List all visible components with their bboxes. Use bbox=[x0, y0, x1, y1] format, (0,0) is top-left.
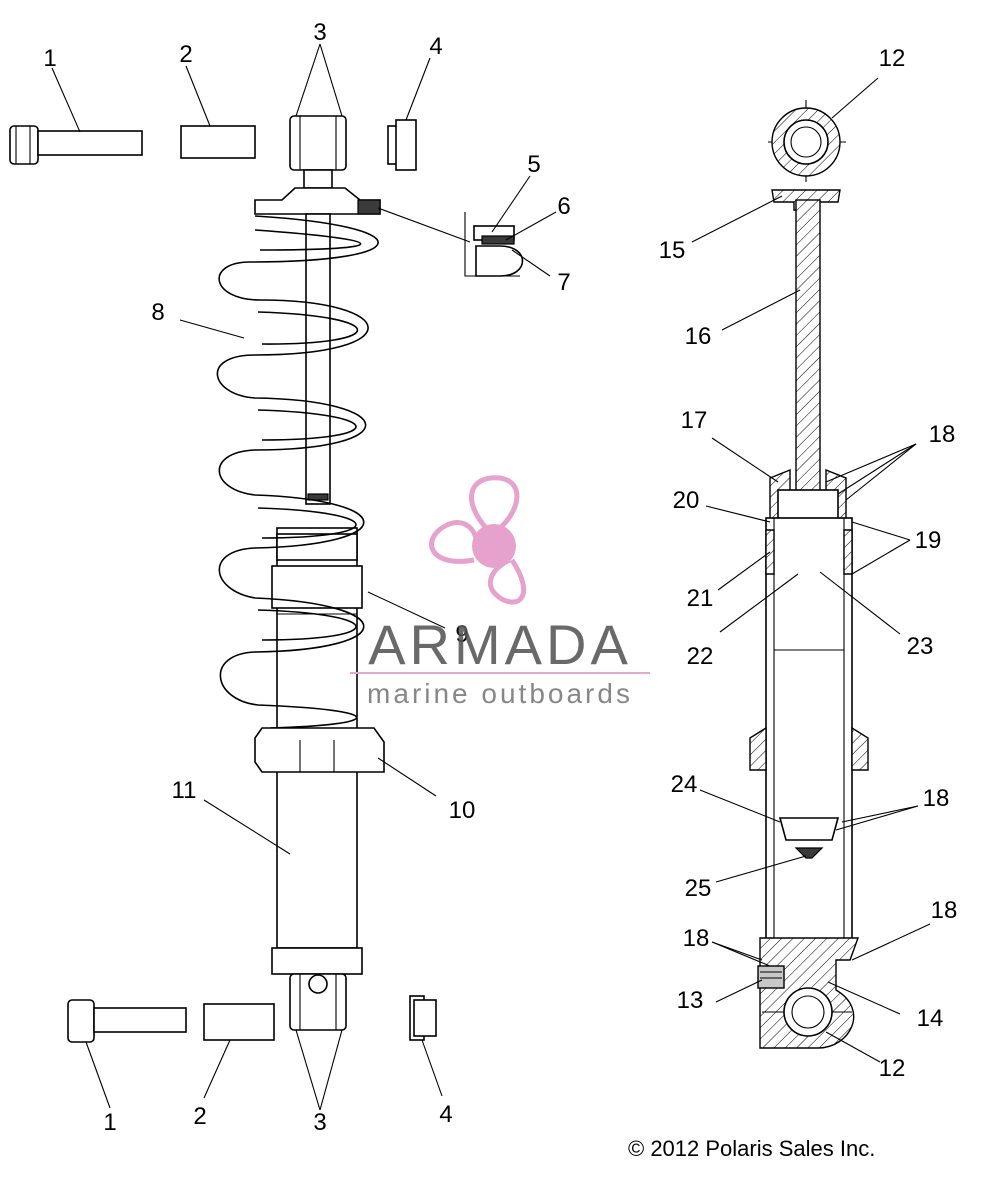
callout: 15 bbox=[659, 237, 686, 264]
lower-bushings bbox=[289, 973, 347, 1031]
callout: 16 bbox=[685, 323, 712, 350]
seal-detail bbox=[464, 212, 524, 277]
callout: 18 bbox=[683, 925, 710, 952]
bottom-spacer bbox=[203, 1003, 275, 1041]
bottom-nut bbox=[409, 995, 437, 1041]
left-shock-exploded bbox=[9, 43, 557, 1111]
bottom-eye bbox=[783, 987, 833, 1037]
bottom-bolt bbox=[67, 999, 187, 1043]
callout: 18 bbox=[929, 421, 956, 448]
callout: 18 bbox=[931, 897, 958, 924]
callout: 25 bbox=[685, 875, 712, 902]
top-bolt bbox=[9, 125, 143, 165]
cylinder bbox=[749, 517, 869, 955]
callout: 2 bbox=[179, 41, 192, 68]
callout: 24 bbox=[671, 771, 698, 798]
watermark-brand: ARMADA bbox=[368, 613, 632, 676]
callout: 1 bbox=[103, 1109, 116, 1136]
callout: 13 bbox=[677, 987, 704, 1014]
callout: 10 bbox=[449, 797, 476, 824]
armada-propeller-logo bbox=[429, 475, 526, 605]
callout: 3 bbox=[313, 1109, 326, 1136]
callout: 8 bbox=[151, 299, 164, 326]
callout: 19 bbox=[915, 527, 942, 554]
callout: 20 bbox=[673, 487, 700, 514]
spring-adjuster-collar bbox=[254, 727, 385, 773]
callout: 9 bbox=[455, 621, 468, 648]
callout: 4 bbox=[429, 33, 442, 60]
callout: 23 bbox=[907, 633, 934, 660]
callout: 21 bbox=[687, 585, 714, 612]
left-leader-lines bbox=[51, 43, 557, 1111]
callout: 6 bbox=[557, 193, 570, 220]
callout: 2 bbox=[193, 1103, 206, 1130]
callout: 12 bbox=[879, 45, 906, 72]
callout: 3 bbox=[313, 19, 326, 46]
left-callouts: 1 2 3 4 5 6 7 8 9 10 11 3 1 2 4 bbox=[43, 19, 570, 1136]
callout: 17 bbox=[681, 407, 708, 434]
copyright-notice: © 2012 Polaris Sales Inc. bbox=[628, 1136, 876, 1161]
floating-piston bbox=[778, 817, 840, 841]
callout: 5 bbox=[527, 151, 540, 178]
top-bushings bbox=[289, 115, 347, 189]
callout: 1 bbox=[43, 45, 56, 72]
top-nut bbox=[387, 119, 417, 171]
right-callouts: 12 15 16 17 18 20 19 21 22 23 24 18 25 1… bbox=[659, 45, 958, 1082]
callout: 14 bbox=[917, 1005, 944, 1032]
callout: 7 bbox=[557, 269, 570, 296]
coil-spring bbox=[216, 215, 379, 729]
callout: 22 bbox=[687, 643, 714, 670]
watermark-divider bbox=[350, 672, 650, 674]
right-leader-lines bbox=[691, 77, 931, 1063]
callout: 12 bbox=[879, 1055, 906, 1082]
shaft bbox=[305, 213, 331, 505]
top-spacer bbox=[180, 125, 256, 159]
callout: 11 bbox=[172, 777, 197, 804]
watermark-tagline: marine outboards bbox=[367, 678, 633, 709]
right-shock-section bbox=[691, 77, 931, 1063]
callout: 4 bbox=[439, 1101, 452, 1128]
callout: 18 bbox=[923, 785, 950, 812]
